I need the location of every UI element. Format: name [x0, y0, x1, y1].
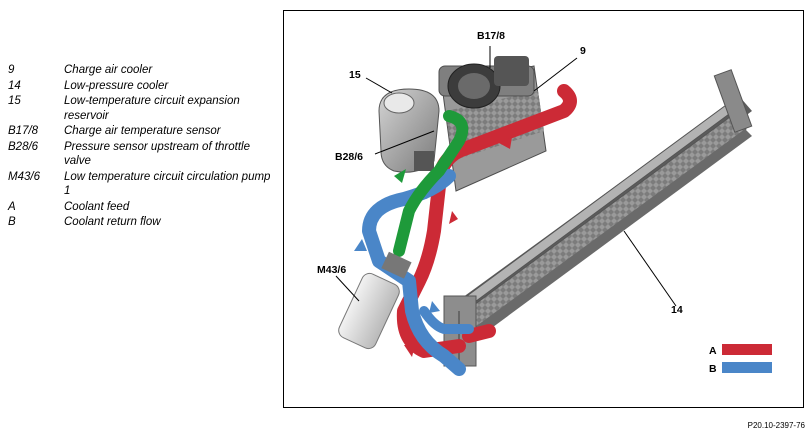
legend-key: 9: [8, 64, 15, 76]
legend-row: M43/6 Low temperature circuit circulatio…: [8, 170, 278, 199]
legend-key: B: [8, 216, 16, 228]
coolant-feed-line: [396, 84, 577, 358]
callout-9: 9: [580, 45, 586, 57]
circulation-pump: [338, 251, 412, 350]
callout-b28-6: B28/6: [335, 151, 363, 163]
legend-row: B28/6 Pressure sensor upstream of thrott…: [8, 140, 278, 169]
key-b-label: B: [709, 363, 717, 375]
legend-key: B28/6: [8, 140, 39, 153]
legend-row: A Coolant feed: [8, 200, 278, 215]
legend-row: B17/8 Charge air temperature sensor: [8, 124, 278, 139]
key-a-label: A: [709, 345, 717, 357]
legend-row: B Coolant return flow: [8, 215, 278, 230]
legend-text: Coolant return flow: [64, 216, 161, 228]
low-pressure-cooler: [443, 69, 753, 367]
legend-key: 14: [8, 79, 21, 92]
legend-key: M43/6: [8, 170, 40, 183]
legend-text: Pressure sensor upstream of throttle val…: [64, 140, 250, 168]
key-a-swatch: [722, 344, 772, 355]
legend-row: 9 Charge air cooler: [8, 63, 278, 78]
legend-text: Charge air temperature sensor: [64, 125, 221, 137]
legend-key: A: [8, 200, 16, 213]
legend: 9 Charge air cooler 14 Low-pressure cool…: [8, 63, 278, 231]
legend-text: Coolant feed: [64, 200, 130, 213]
throttle-housing: [447, 56, 529, 109]
legend-row: 14 Low-pressure cooler: [8, 79, 278, 94]
color-key: A B: [709, 344, 772, 375]
callout-lines: [335, 46, 677, 307]
legend-key: 15: [8, 95, 21, 107]
callout-b17-8: B17/8: [477, 30, 505, 42]
legend-text: Low temperature circuit circulation pump…: [64, 170, 271, 198]
callout-m43-6: M43/6: [317, 264, 346, 276]
legend-text: Low-pressure cooler: [64, 79, 169, 92]
legend-text: Charge air cooler: [64, 64, 153, 76]
callout-15: 15: [349, 69, 361, 81]
figure-code: P20.10-2397-76: [747, 421, 805, 430]
diagram-frame: B17/8 9 15 B28/6 M43/6 14 A B: [283, 10, 804, 408]
legend-key: B17/8: [8, 125, 39, 137]
expansion-reservoir: [378, 88, 440, 173]
reservoir-line: [393, 110, 469, 257]
key-b-swatch: [722, 362, 772, 373]
legend-row: 15 Low-temperature circuit expansion res…: [8, 94, 278, 123]
legend-text: Low-temperature circuit expansion reserv…: [64, 95, 240, 122]
callout-14: 14: [671, 304, 683, 316]
cooling-circuit-diagram: B17/8 9 15 B28/6 M43/6 14 A B: [317, 30, 772, 376]
